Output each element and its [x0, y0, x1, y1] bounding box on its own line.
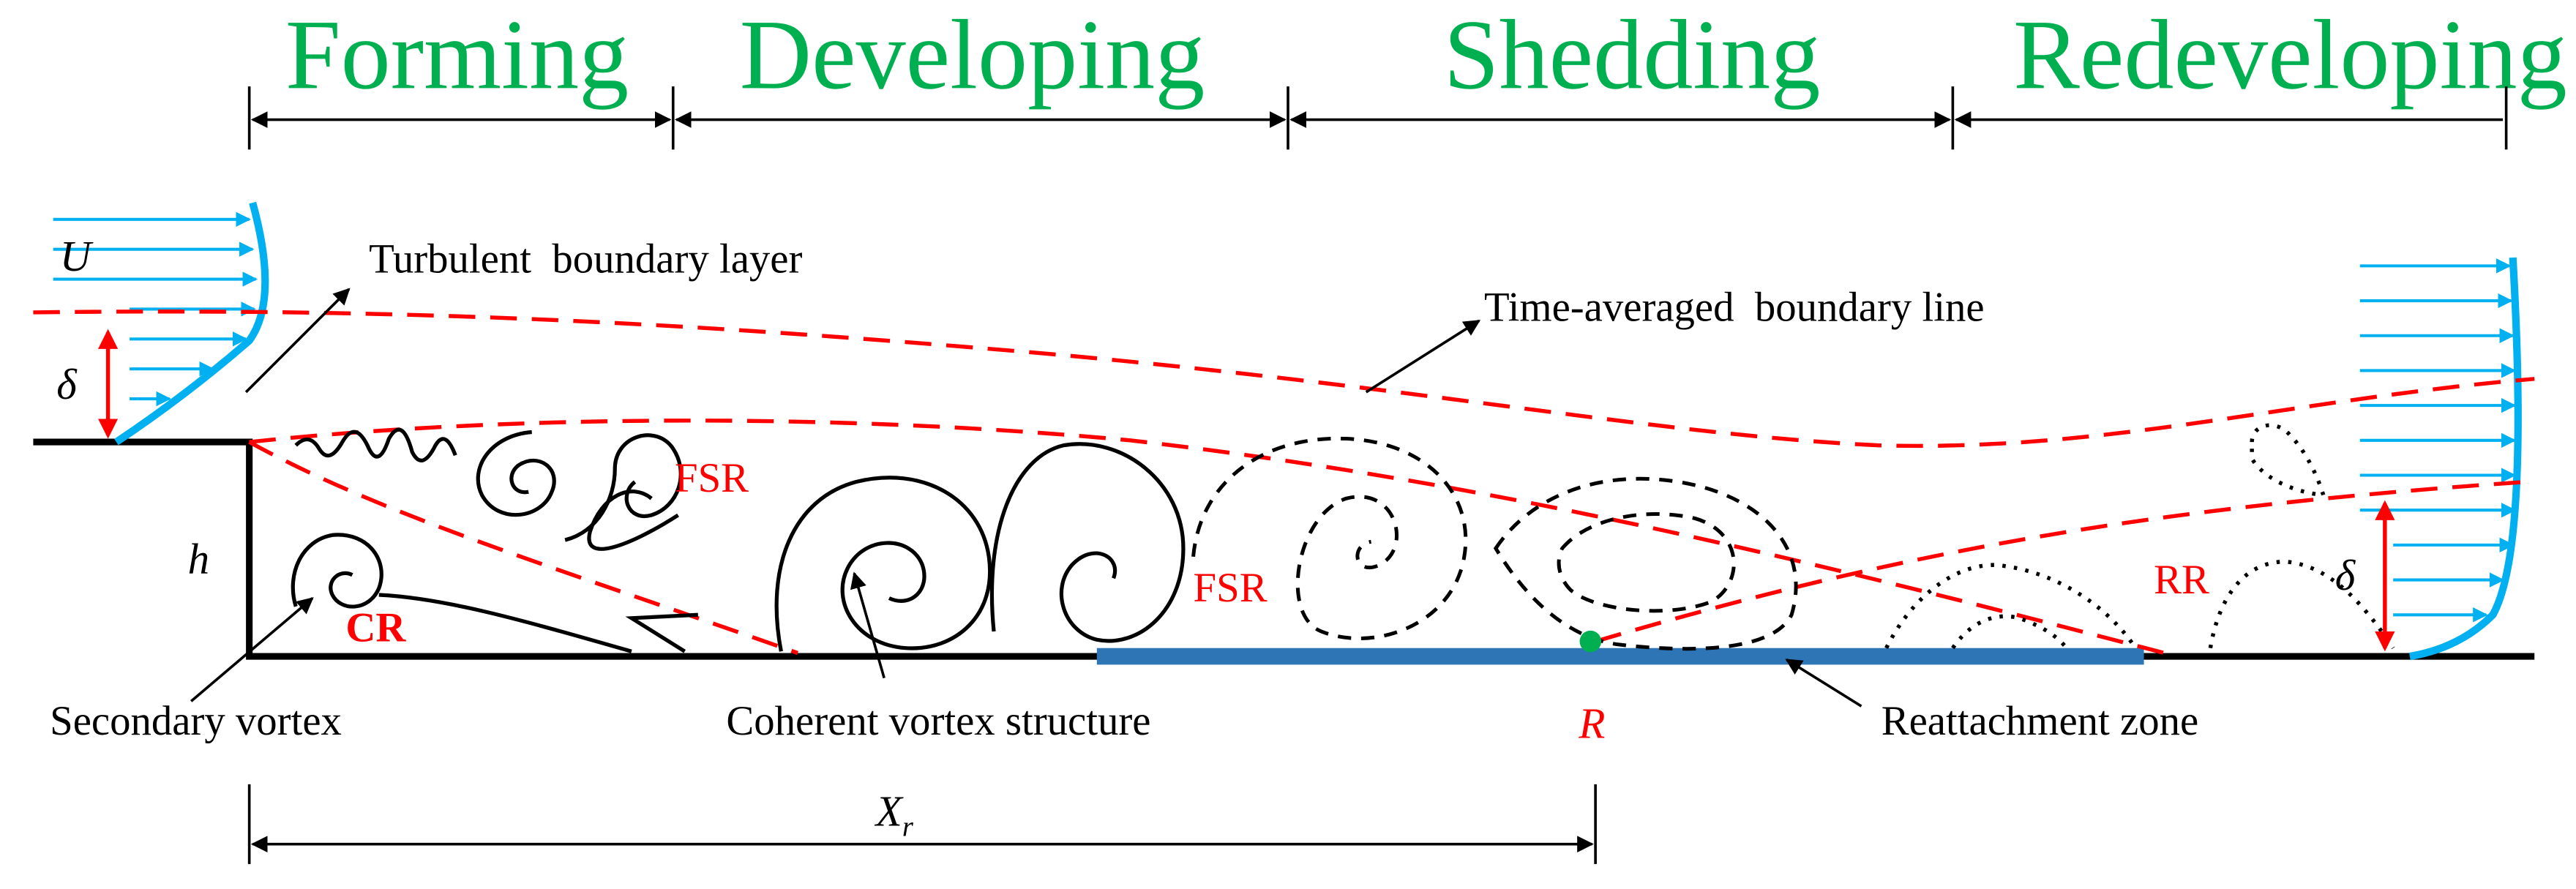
phase-extent-arrows — [247, 86, 2508, 150]
shear-layer-upper-line — [249, 419, 2178, 659]
leader-time-averaged — [1365, 319, 1481, 394]
boundary-dashed-lines — [33, 310, 2535, 659]
large-vortex-4 — [774, 476, 992, 652]
secondary-vortex — [291, 533, 383, 609]
secondary-vortex-label: Secondary vortex — [50, 698, 342, 744]
reattachment-length-label: Xr — [875, 787, 914, 843]
coherent-vortices — [291, 427, 1186, 653]
leader-secondary-vortex — [190, 597, 314, 702]
small-vortex-1 — [476, 430, 556, 517]
reattachment-length-base: X — [875, 787, 904, 836]
free-stream-velocity-label: U — [60, 232, 94, 280]
delta-label-right: δ — [2335, 551, 2356, 599]
outlet-velocity-profile — [2359, 257, 2522, 661]
shed-vortex-2 — [1493, 476, 1798, 651]
time-averaged-boundary-line — [33, 310, 2535, 449]
step-wall — [33, 438, 2535, 660]
phase-label-shedding: Shedding — [1444, 0, 1821, 110]
reattachment-point-label: R — [1578, 699, 1605, 747]
redeveloping-boundary-line — [1595, 479, 2527, 644]
fsr-label-top: FSR — [675, 455, 749, 501]
turbulent-boundary-layer-label: Turbulent boundary layer — [369, 236, 802, 282]
phase-label-developing: Developing — [740, 0, 1205, 110]
reattachment-zone-label: Reattachment zone — [1882, 698, 2198, 744]
rr-label: RR — [2154, 557, 2209, 603]
large-vortex-5 — [989, 442, 1186, 643]
vortex-2 — [564, 433, 683, 542]
phase-label-forming: Forming — [285, 0, 629, 110]
cr-backflow-arrow — [625, 612, 698, 653]
vortex-3 — [587, 489, 679, 551]
redeveloping-vortices — [1884, 423, 2395, 653]
delta-label-left: δ — [56, 360, 78, 408]
step-height-label: h — [188, 535, 210, 583]
kh-wavy-vortex — [294, 427, 457, 462]
time-averaged-boundary-line-label: Time-averaged boundary line — [1484, 284, 1985, 330]
xr-dimension — [247, 784, 1597, 864]
inlet-velocity-profile — [53, 201, 269, 446]
corner-recirculation — [378, 593, 632, 653]
leader-reattachment-zone — [1785, 659, 1862, 708]
leader-turbulent-bl — [244, 288, 351, 394]
coherent-vortex-structure-label: Coherent vortex structure — [726, 698, 1150, 744]
shear-layer-lower-line — [248, 440, 798, 656]
shedding-vortices — [1191, 436, 1798, 651]
reattachment-length-subscript: r — [902, 811, 914, 842]
leader-coherent-vortex — [850, 571, 886, 679]
phase-label-redeveloping: Redeveloping — [2013, 0, 2567, 110]
reattachment-point — [1579, 630, 1602, 653]
leader-lines — [190, 288, 1862, 708]
reattachment-zone-bar — [1096, 648, 2144, 665]
shed-vortex-2-inner — [1557, 511, 1736, 613]
fsr-label-mid: FSR — [1194, 565, 1268, 611]
cr-label: CR — [345, 605, 406, 651]
